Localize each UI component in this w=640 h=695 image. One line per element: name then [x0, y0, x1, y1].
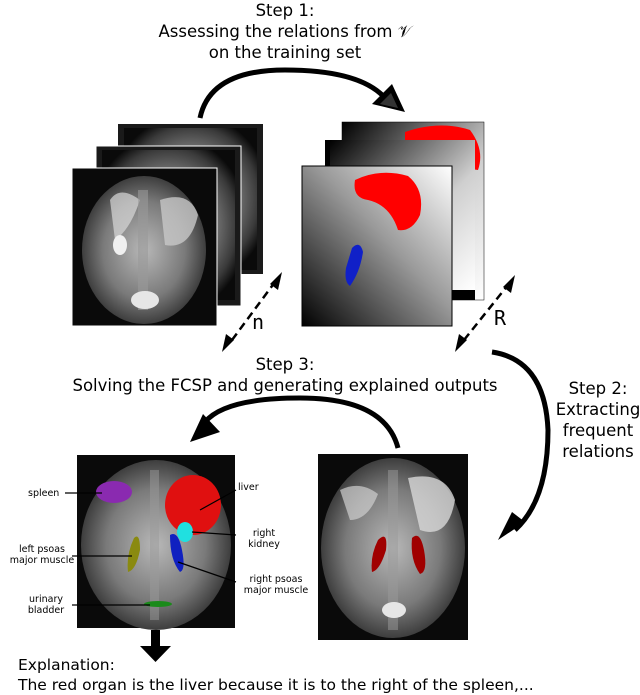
bladder-label-line1: urinary — [29, 594, 63, 605]
annotated-output-image — [65, 455, 237, 630]
right-psoas-label-line2: major muscle — [243, 585, 309, 596]
step2-description-3: relations — [562, 442, 634, 461]
map-liver-region — [354, 172, 422, 231]
n-label: n — [252, 310, 265, 334]
relation-map-stack — [301, 121, 485, 327]
step3-title: Step 3: — [255, 355, 315, 374]
training-image-stack — [71, 124, 263, 327]
bladder-label-line2: bladder — [27, 605, 65, 616]
spleen-label: spleen — [28, 488, 60, 499]
step1-label: Step 1: Assessing the relations from 𝒱 o… — [120, 0, 450, 63]
step2-arrow — [491, 349, 551, 532]
map-kidney-region — [345, 244, 363, 286]
step2-description: Extracting — [555, 400, 640, 419]
step2-label: Step 2: Extracting frequent relations — [548, 378, 640, 462]
kidney-segment — [177, 522, 193, 542]
step3-description: Solving the FCSP and generating explaine… — [72, 376, 498, 395]
step1-description: Assessing the relations from 𝒱 — [158, 22, 412, 41]
segmented-output-image — [318, 454, 468, 640]
step3-arrow — [203, 395, 401, 449]
left-psoas-segment — [127, 536, 140, 572]
bladder-label: urinary bladder — [20, 594, 72, 616]
step2-title: Step 2: — [568, 379, 628, 398]
step2-description-2: frequent — [562, 421, 634, 440]
right-kidney-label: right kidney — [238, 528, 290, 550]
bladder-segment — [144, 601, 172, 607]
step3-label: Step 3: Solving the FCSP and generating … — [50, 354, 520, 396]
explanation-title: Explanation: — [18, 656, 115, 674]
n-dashed-arrow — [222, 272, 282, 352]
left-psoas-label: left psoas major muscle — [6, 544, 78, 566]
annotation-leader-lines — [65, 489, 237, 606]
explanation-block: Explanation: The red organ is the liver … — [18, 655, 534, 695]
right-kidney-label-line2: kidney — [248, 539, 280, 550]
explanation-down-arrow — [140, 630, 171, 662]
right-psoas-label: right psoas major muscle — [238, 574, 314, 596]
liver-segment — [165, 475, 221, 535]
r-dashed-arrow — [455, 275, 515, 352]
step1-arrow — [197, 67, 387, 119]
spleen-segment — [96, 481, 132, 503]
right-kidney-label-line1: right — [252, 528, 276, 539]
ct-scan-front — [82, 176, 206, 324]
step1-description-2: on the training set — [208, 43, 362, 62]
left-psoas-label-line1: left psoas — [19, 544, 65, 555]
explanation-text: The red organ is the liver because it is… — [18, 676, 534, 694]
right-psoas-label-line1: right psoas — [249, 574, 303, 585]
r-label: R — [494, 306, 507, 330]
liver-label: liver — [238, 482, 259, 493]
left-psoas-label-line2: major muscle — [9, 555, 75, 566]
step1-title: Step 1: — [255, 1, 315, 20]
